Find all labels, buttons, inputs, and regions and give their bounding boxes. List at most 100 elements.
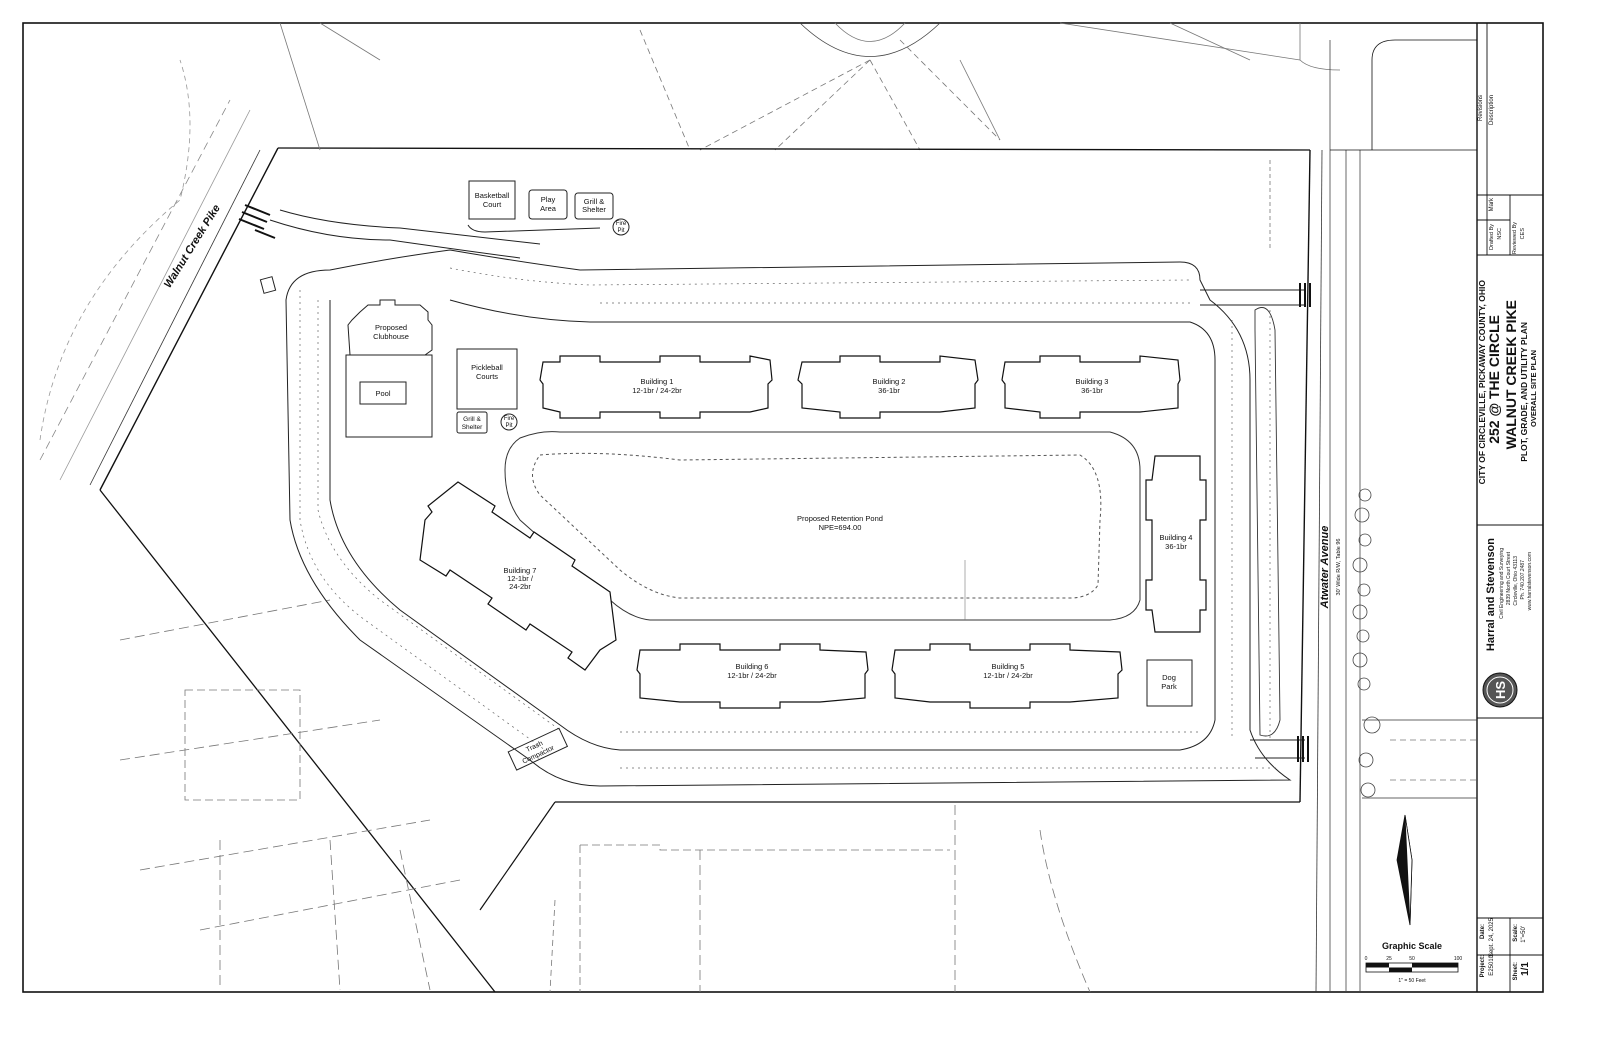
pickleball-label-1: Pickleball (471, 363, 503, 372)
plan-subtype: OVERALL SITE PLAN (1529, 350, 1538, 427)
north-arrow-icon (1396, 814, 1413, 926)
title-block-grid (1477, 23, 1543, 992)
dog-label-1: Dog (1162, 673, 1176, 682)
grill-mid-label-1: Grill & (463, 416, 481, 423)
pool (359, 381, 407, 405)
firm-address: 2839 North Court Street (1506, 552, 1512, 606)
drafted-value: NSC (1497, 228, 1503, 240)
scale-tick-50: 50 (1409, 956, 1415, 962)
parking-stalls (299, 267, 1280, 769)
reviewed-label: Reviewed By (1512, 222, 1518, 255)
building-2-units: 36-1br (878, 386, 900, 395)
dog-park (1146, 659, 1193, 707)
building-7-units-1: 12-1br / (507, 574, 534, 583)
firm-website[interactable]: www.harralstevenson.com (1527, 552, 1533, 611)
building-1-units: 12-1br / 24-2br (632, 386, 682, 395)
scale-tick-25: 25 (1386, 956, 1392, 962)
building-6-units: 12-1br / 24-2br (727, 671, 777, 680)
sheet-border (22, 22, 1544, 993)
project-name: 252 @ THE CIRCLE (1486, 315, 1502, 444)
atwater-road-label: Atwater Avenue (1319, 526, 1331, 610)
play-label-1: Play (541, 195, 556, 204)
firm-monogram: HS (1493, 681, 1508, 699)
scale-tick-100: 100 (1454, 956, 1463, 962)
building-4-name: Building 4 (1160, 533, 1193, 542)
pickleball-courts (456, 348, 518, 410)
basketball-label-1: Basketball (475, 191, 510, 200)
pool-deck (345, 354, 433, 438)
date-label: Date: (1480, 924, 1486, 940)
firm-city: Circleville, Ohio 43113 (1513, 556, 1519, 606)
crosswalks (238, 204, 1311, 762)
firm-logo: HS (1482, 672, 1518, 708)
date-value: Sept. 24, 2025 (1489, 918, 1495, 958)
firm-tagline: Civil Engineering and Surveying (1499, 548, 1505, 619)
parking-loop (269, 209, 1305, 787)
plan-type: PLOT, GRADE, AND UTILITY PLAN (1519, 322, 1529, 462)
grill-shelter-mid (456, 411, 488, 434)
revisions-description: Description (1489, 95, 1495, 126)
fire-mid-label-2: Pit (505, 423, 512, 429)
building-5-name: Building 5 (992, 662, 1025, 671)
building-footprints (419, 355, 1207, 709)
clubhouse-label-2: Clubhouse (373, 332, 409, 341)
firm-phone: Ph. 740.207.2487 (1520, 560, 1526, 600)
context-linework (39, 22, 1477, 993)
project-number-value: E25010 (1489, 955, 1495, 976)
plan-labels: Basketball Court Play Area Grill & Shelt… (373, 191, 1192, 766)
building-2-outline (797, 355, 979, 419)
building-1-outline (539, 355, 773, 419)
building-5-units: 12-1br / 24-2br (983, 671, 1033, 680)
firm-name: Harral and Stevenson (1485, 538, 1497, 652)
pond-label-2: NPE=694.00 (819, 523, 862, 532)
building-3-name: Building 3 (1076, 377, 1109, 386)
building-4-units: 36-1br (1165, 542, 1187, 551)
clubhouse-label-1: Proposed (375, 323, 407, 332)
pond-label-1: Proposed Retention Pond (797, 514, 883, 523)
scale-value: 1"=50' (1521, 926, 1527, 943)
trash-compactor (507, 727, 569, 771)
graphic-scale-title: Graphic Scale (1382, 941, 1442, 951)
fire-top-label-1: Fire (616, 221, 627, 227)
basketball-label-2: Court (483, 200, 502, 209)
building-7-units-2: 24-2br (509, 582, 531, 591)
sheet-label: Sheet: (1513, 962, 1519, 981)
fire-pit-top (612, 218, 630, 236)
pool-label: Pool (375, 389, 390, 398)
dumpster-pad (259, 276, 277, 294)
building-7-outline (419, 481, 617, 671)
scale-label: Scale: (1513, 924, 1519, 942)
atwater-row-label: 30' Wide R/W, Table 96 (1336, 539, 1342, 596)
play-label-2: Area (540, 204, 557, 213)
amenity-outlines (259, 180, 1193, 771)
building-2-name: Building 2 (873, 377, 906, 386)
scale-note: 1" = 50 Feet (1398, 978, 1426, 984)
building-6-outline (636, 643, 869, 709)
building-5-outline (891, 643, 1123, 709)
project-number-label: Project: (1480, 955, 1486, 978)
reviewed-value: CES (1520, 228, 1526, 240)
proposed-clubhouse (347, 299, 433, 356)
building-3-outline (1001, 355, 1181, 419)
fire-mid-label-1: Fire (504, 416, 515, 422)
basketball-court (468, 180, 516, 220)
play-area (528, 189, 568, 220)
grill-shelter-top (574, 192, 614, 220)
retention-pond (532, 452, 1102, 599)
building-6-name: Building 6 (736, 662, 769, 671)
dog-label-2: Park (1161, 682, 1177, 691)
shrub-row (1352, 488, 1381, 798)
revisions-mark: Mark (1489, 198, 1495, 212)
fire-pit-mid (500, 413, 518, 431)
fire-top-label-2: Pit (617, 228, 624, 234)
pickleball-label-2: Courts (476, 372, 498, 381)
building-3-units: 36-1br (1081, 386, 1103, 395)
revisions-header: Revisions (1478, 95, 1484, 122)
building-4-outline (1145, 455, 1207, 633)
building-7-name: Building 7 (504, 566, 537, 575)
graphic-scale: Graphic Scale 0 25 50 100 1" = 50 Feet (1365, 941, 1463, 984)
scale-tick-0: 0 (1365, 956, 1368, 962)
walnut-creek-road-label: Walnut Creek Pike (162, 203, 223, 291)
